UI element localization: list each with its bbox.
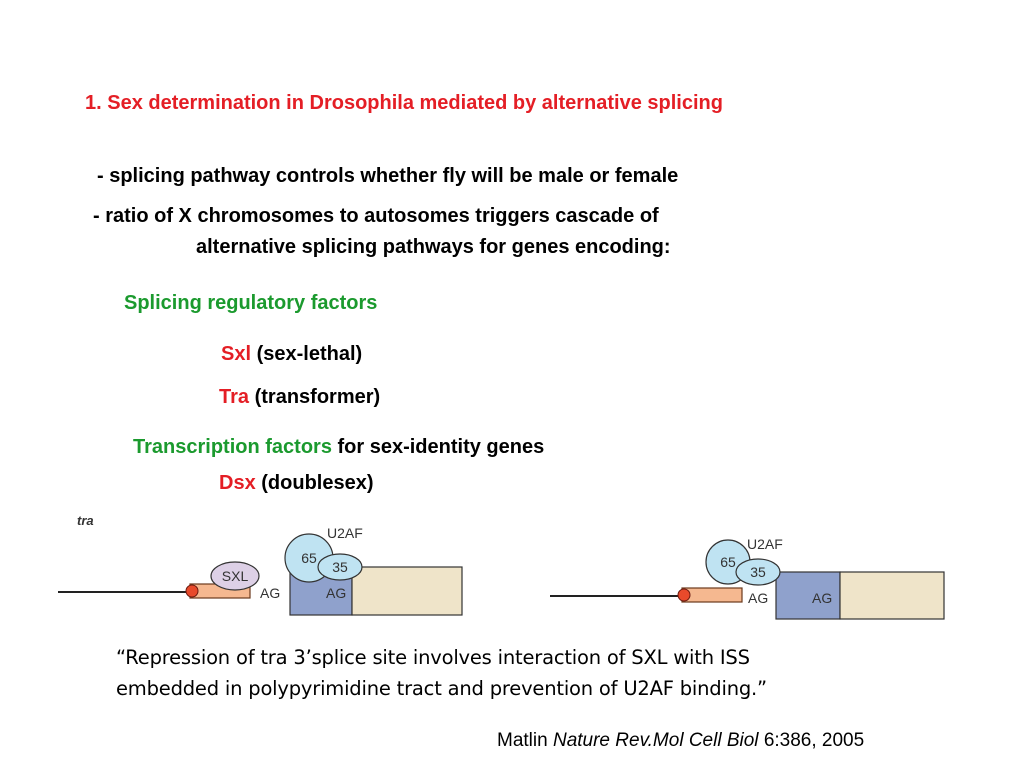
sxl-name: Sxl bbox=[221, 343, 252, 365]
splicing-diagram: tra SXL AG AG 65 35 U2AF AG AG 65 35 U2A… bbox=[58, 513, 945, 620]
u2af-label: U2AF bbox=[327, 525, 363, 541]
u2af65-label-right: 65 bbox=[720, 554, 736, 570]
citation: Matlin Nature Rev.Mol Cell Biol 6:386, 2… bbox=[497, 730, 864, 752]
branch-point-right bbox=[677, 588, 691, 602]
transcription-factors-label: Transcription factors bbox=[133, 436, 332, 458]
tra-name: Tra bbox=[219, 386, 250, 408]
sxl-protein bbox=[210, 561, 260, 591]
transcription-factors-heading: Transcription factors for sex-identity g… bbox=[133, 436, 544, 459]
ag-label-right-a: AG bbox=[748, 590, 768, 606]
transcription-factors-suffix: for sex-identity genes bbox=[337, 436, 545, 458]
dsx-name: Dsx bbox=[219, 472, 256, 494]
right-panel-active: AG AG 65 35 U2AF bbox=[550, 536, 945, 620]
quote-block: “Repression of tra 3’splice site involve… bbox=[116, 642, 767, 704]
branch-point bbox=[185, 584, 199, 598]
citation-ref: 6:386, 2005 bbox=[763, 730, 865, 751]
slide-title: 1. Sex determination in Drosophila media… bbox=[85, 92, 723, 114]
exon-tan-right bbox=[839, 571, 945, 620]
tra-gene-label: tra bbox=[77, 513, 94, 528]
polypyrimidine-tract-right bbox=[681, 587, 743, 603]
bullet-splicing-pathway: - splicing pathway controls whether fly … bbox=[97, 165, 679, 187]
ag-label-right-b: AG bbox=[812, 590, 832, 606]
citation-author: Matlin bbox=[497, 730, 548, 751]
ag-label-left-a: AG bbox=[260, 585, 280, 601]
tra-desc: (transformer) bbox=[254, 386, 381, 408]
citation-journal: Nature Rev.Mol Cell Biol bbox=[552, 730, 759, 751]
dsx-desc: (doublesex) bbox=[261, 472, 374, 494]
bullet-ratio-line1: - ratio of X chromosomes to autosomes tr… bbox=[93, 205, 659, 227]
splicing-factors-heading: Splicing regulatory factors bbox=[124, 292, 378, 314]
u2af35-label: 35 bbox=[332, 559, 348, 575]
bullet-ratio-line2: alternative splicing pathways for genes … bbox=[196, 236, 671, 258]
exon-tan-left bbox=[351, 566, 463, 616]
quote-line1: “Repression of tra 3’splice site involve… bbox=[116, 646, 750, 669]
u2af-label-right: U2AF bbox=[747, 536, 783, 552]
sxl-desc: (sex-lethal) bbox=[256, 343, 363, 365]
quote-line2: embedded in polypyrimidine tract and pre… bbox=[116, 677, 767, 700]
sxl-entry: Sxl (sex-lethal) bbox=[221, 343, 362, 366]
sxl-protein-label: SXL bbox=[222, 568, 249, 584]
left-panel-repressed: SXL AG AG 65 35 U2AF bbox=[58, 525, 463, 616]
u2af35-protein-right bbox=[735, 558, 781, 586]
u2af35-label-right: 35 bbox=[750, 564, 766, 580]
dsx-entry: Dsx (doublesex) bbox=[219, 472, 374, 495]
u2af35-protein bbox=[317, 553, 363, 581]
u2af65-label: 65 bbox=[301, 550, 317, 566]
ag-label-left-b: AG bbox=[326, 585, 346, 601]
tra-entry: Tra (transformer) bbox=[219, 386, 380, 409]
